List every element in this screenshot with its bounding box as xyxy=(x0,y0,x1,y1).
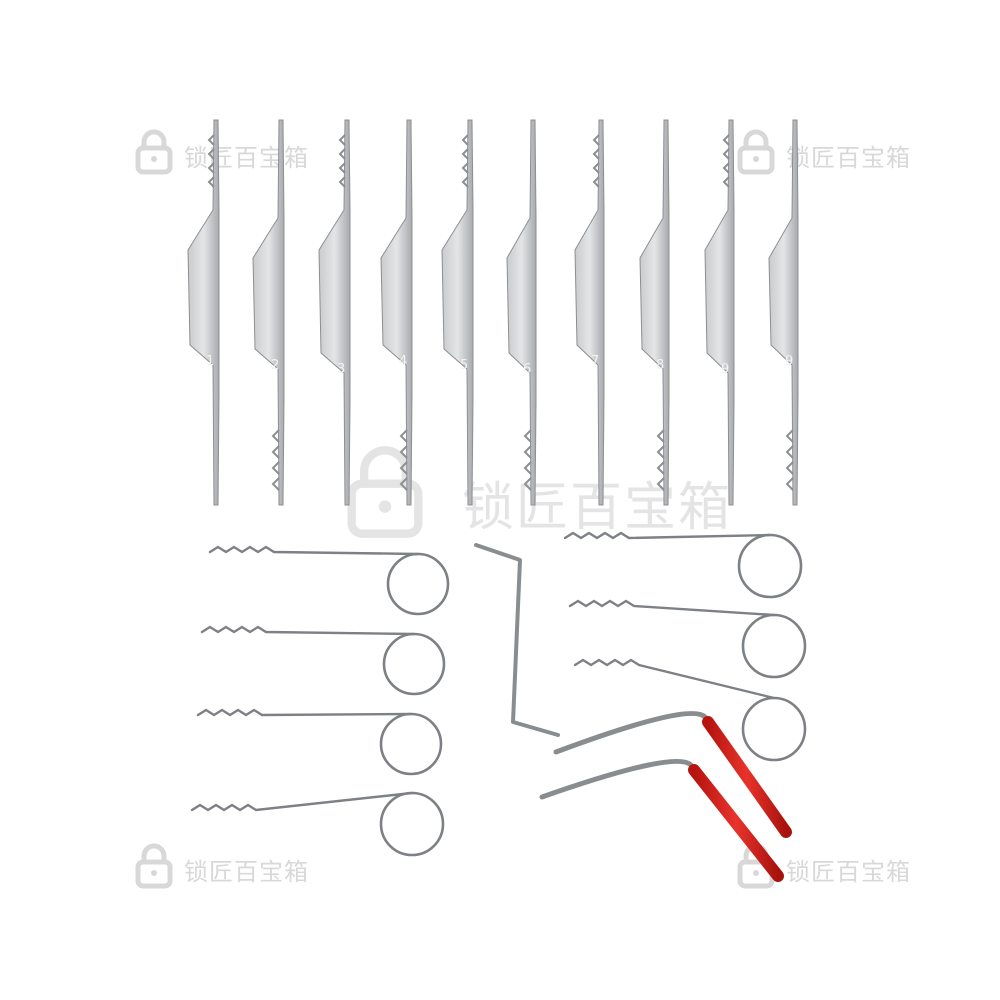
rake-pick-teeth xyxy=(523,429,532,491)
ring-pick xyxy=(573,658,807,762)
rake-pick-body xyxy=(380,119,413,506)
rake-pick-body xyxy=(318,119,351,506)
rake-pick: 6 xyxy=(506,119,537,506)
ring-pick xyxy=(200,625,446,696)
rake-pick: 9 xyxy=(768,119,799,506)
tension-wrench-handled xyxy=(539,758,784,882)
watermark-text-center: 锁匠百宝箱 xyxy=(462,478,733,538)
rake-pick-body xyxy=(252,119,285,506)
ring-pick-loop xyxy=(737,533,803,599)
ring-pick-shaft xyxy=(190,791,414,812)
rake-pick-teeth xyxy=(592,134,600,188)
rake-pick-teeth xyxy=(785,429,794,491)
rake-pick: 1 xyxy=(187,119,220,506)
rake-pick-body xyxy=(704,119,735,506)
tension-wrenches xyxy=(474,543,792,882)
ring-pick-shaft xyxy=(563,531,772,540)
rake-pick: 9 xyxy=(704,119,735,506)
ring-pick xyxy=(190,791,445,857)
wrench-handle xyxy=(688,764,784,882)
ring-pick-shaft xyxy=(573,658,776,700)
rake-pick: 4 xyxy=(380,119,413,506)
rake-pick: 8 xyxy=(639,119,670,506)
watermark-text-bottom-right: 锁匠百宝箱 xyxy=(786,858,911,886)
lock-logo-icon xyxy=(730,128,782,180)
rake-pick-body xyxy=(187,119,220,506)
ring-pick-loop xyxy=(382,632,446,696)
lock-logo-icon xyxy=(128,128,180,180)
rake-pick: 5 xyxy=(441,119,474,506)
rake-pick-teeth xyxy=(722,134,730,188)
rake-pick-body xyxy=(574,119,605,506)
rake-pick-teeth xyxy=(338,134,346,188)
rake-pick-number: 4 xyxy=(399,354,407,369)
rake-pick: 3 xyxy=(318,119,351,506)
rake-pick-teeth xyxy=(399,429,408,491)
watermark-text-bottom-left: 锁匠百宝箱 xyxy=(184,858,309,886)
ring-pick xyxy=(208,545,450,616)
ring-pick-shaft xyxy=(568,599,776,617)
rake-pick-number: 1 xyxy=(206,354,214,369)
rake-pick-number: 3 xyxy=(337,362,345,377)
ring-pick-loop xyxy=(386,552,450,616)
ring-pick-loop xyxy=(741,696,807,762)
tension-wrench-plain xyxy=(474,543,560,737)
ring-pick-loop xyxy=(741,613,807,679)
wrench-shaft xyxy=(539,758,694,800)
rake-pick: 7 xyxy=(574,119,605,506)
watermark-text-top-left: 锁匠百宝箱 xyxy=(184,144,309,172)
rake-pick-teeth xyxy=(207,134,215,188)
ring-pick-shaft xyxy=(200,625,416,636)
ring-pick-shaft xyxy=(196,708,413,717)
ring-pick-loop xyxy=(379,712,443,776)
rake-pick-body xyxy=(639,119,670,506)
ring-pick xyxy=(196,708,443,776)
wrench-handle xyxy=(702,716,792,838)
wrench-shaft xyxy=(553,711,708,755)
rake-pick-body xyxy=(441,119,474,506)
ring-pick xyxy=(568,599,807,679)
rake-picks: 1 2 3 4 5 6 7 8 9 9 xyxy=(187,119,799,506)
ring-pick-loop xyxy=(379,791,445,857)
rake-pick-number: 8 xyxy=(656,358,664,373)
rake-pick-number: 2 xyxy=(271,358,279,373)
ring-picks xyxy=(190,531,807,857)
rake-pick-body xyxy=(768,119,799,506)
ring-pick xyxy=(563,531,803,599)
rake-pick-number: 9 xyxy=(721,362,729,377)
watermark-text-top-right: 锁匠百宝箱 xyxy=(786,144,911,172)
rake-pick: 2 xyxy=(252,119,285,506)
rake-pick-number: 9 xyxy=(785,354,793,369)
rake-pick-teeth xyxy=(271,429,280,491)
rake-pick-number: 5 xyxy=(460,358,468,373)
rake-pick-number: 6 xyxy=(523,362,531,377)
lock-logo-icon xyxy=(128,842,180,894)
rake-pick-teeth xyxy=(461,134,469,188)
rake-pick-body xyxy=(506,119,537,506)
rake-pick-teeth xyxy=(656,429,665,491)
tension-wrench-handled xyxy=(553,711,792,838)
ring-pick-shaft xyxy=(208,545,420,556)
rake-pick-number: 7 xyxy=(591,354,599,369)
